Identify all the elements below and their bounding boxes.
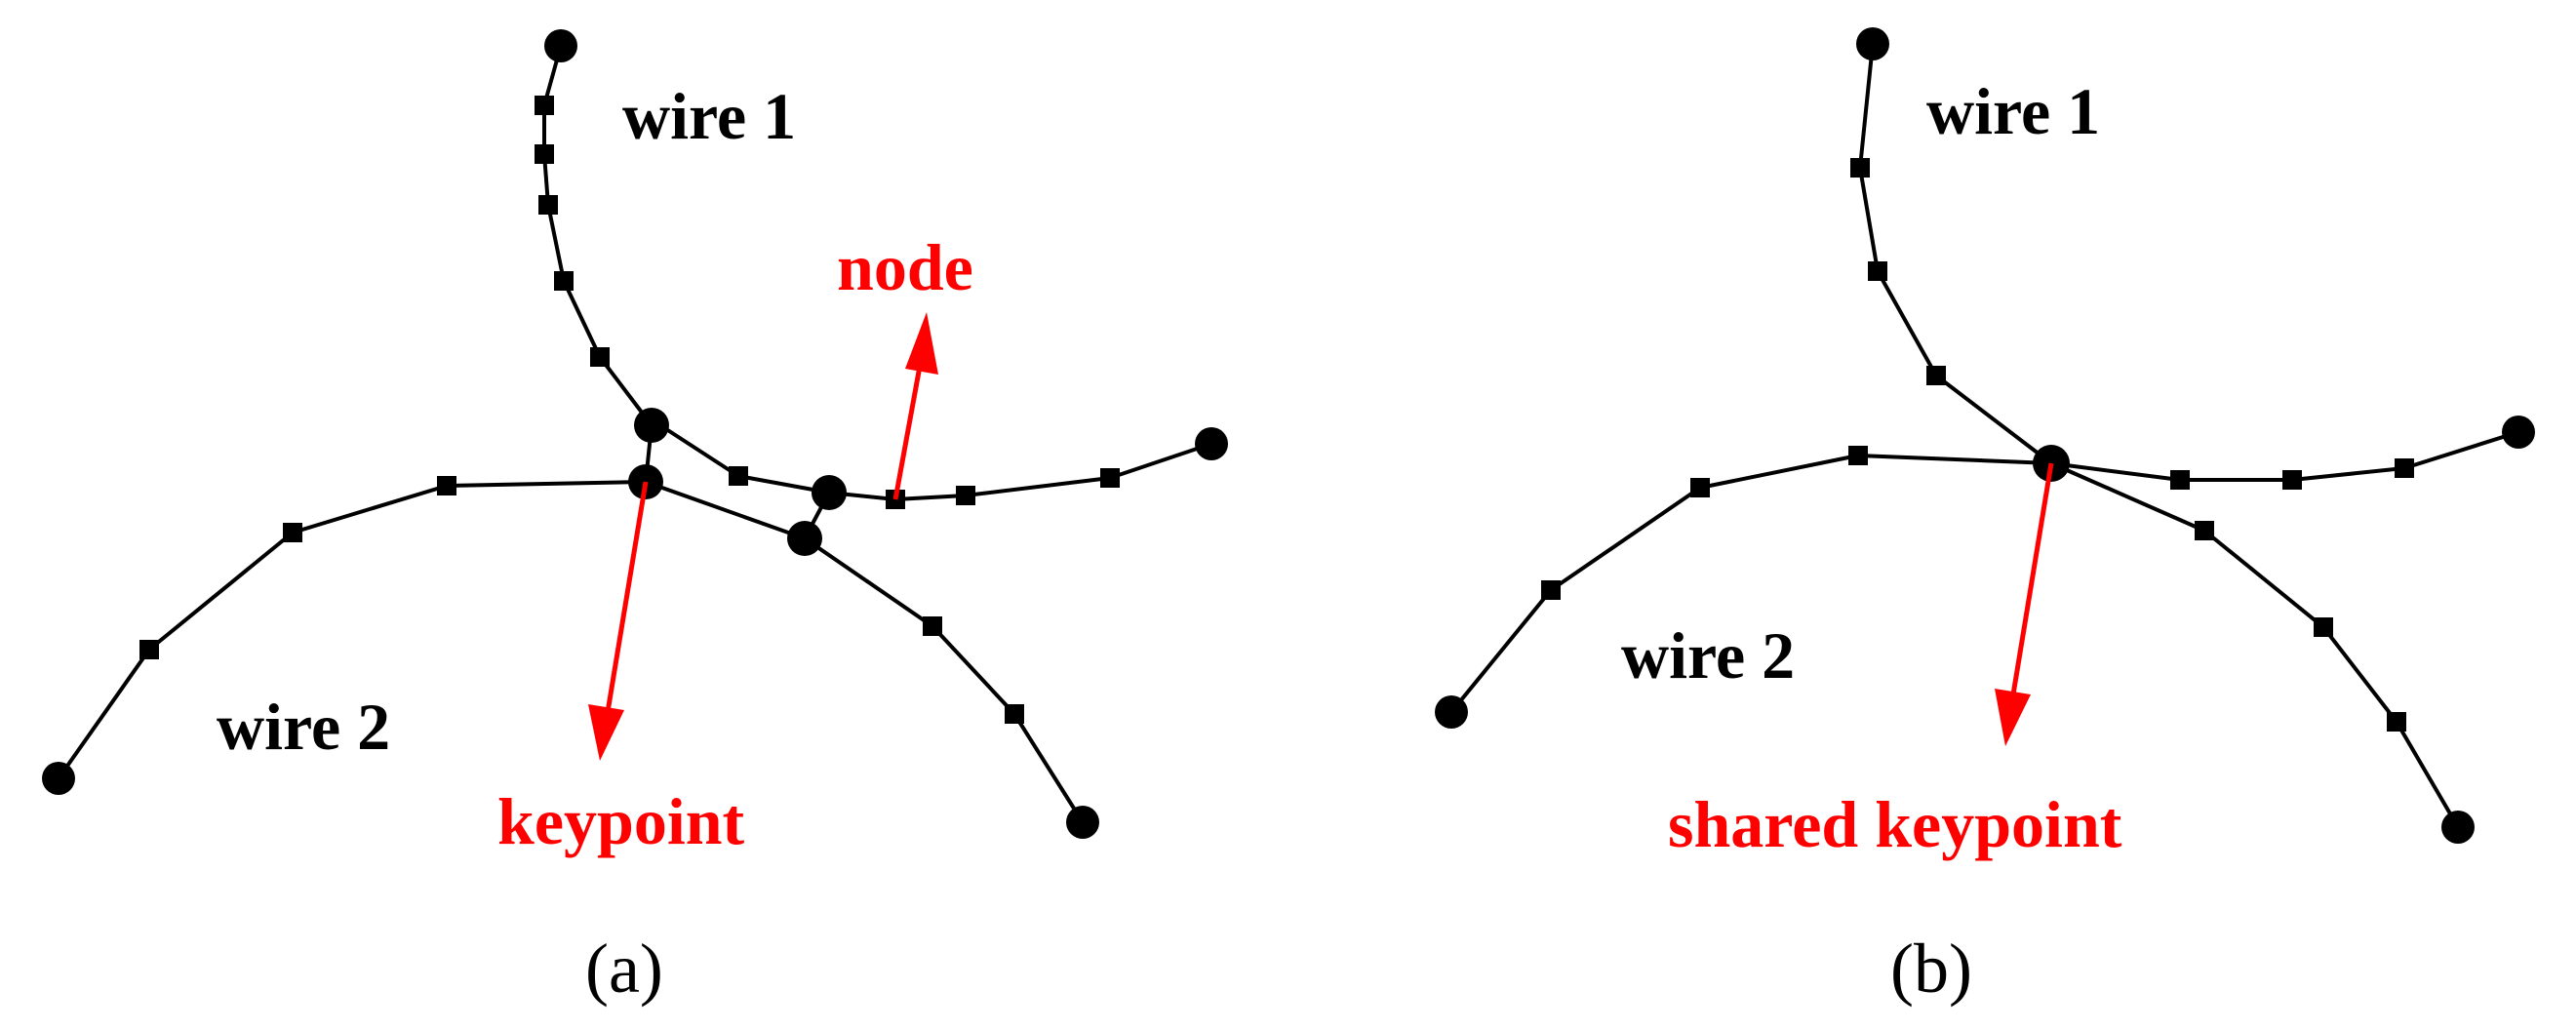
panel-a-keypoint bbox=[787, 521, 822, 556]
panel-a-keypoint-arrow bbox=[605, 481, 649, 713]
panel-a-keypoint bbox=[1195, 427, 1228, 460]
panel-a-node bbox=[729, 466, 748, 486]
panel-a-node bbox=[1005, 704, 1024, 724]
panel-b-keypoint bbox=[2441, 811, 2475, 844]
panel-b-node bbox=[2195, 521, 2214, 540]
panel-a-wire-2 bbox=[57, 480, 1085, 824]
panel-b-keypoint bbox=[2502, 416, 2535, 449]
panel-a-node bbox=[1100, 468, 1120, 488]
panel-a-caption: (a) bbox=[585, 930, 663, 1008]
panel-a-node bbox=[535, 144, 554, 164]
panel-a-keypoint bbox=[42, 762, 75, 795]
panel-a-keypoint-label: keypoint bbox=[497, 784, 745, 858]
panel-b-keypoint bbox=[1856, 27, 1889, 60]
panel-b-nodes bbox=[1541, 158, 2414, 732]
panel-b-shared-keypoint-label: shared keypoint bbox=[1668, 787, 2122, 861]
panel-b-wire-1-label: wire 1 bbox=[1926, 74, 2100, 148]
panel-a-node-label: node bbox=[837, 230, 973, 304]
panel-b-node bbox=[2387, 712, 2406, 732]
panel-b-shared-keypoint-arrowhead bbox=[1995, 689, 2031, 746]
panel-a-node bbox=[956, 486, 975, 505]
panel-b-node bbox=[1850, 158, 1870, 178]
panel-b: wire 1 wire 2 shared keypoint (b) bbox=[1435, 27, 2535, 1008]
panel-a-keypoint bbox=[1066, 806, 1099, 839]
panel-a: wire 1 wire 2 node keypoint (a) bbox=[42, 29, 1228, 1008]
panel-b-node bbox=[1848, 446, 1868, 465]
panel-b-node bbox=[1690, 478, 1710, 497]
panel-a-node-arrowhead bbox=[905, 312, 938, 375]
panel-a-node bbox=[283, 523, 302, 542]
panel-b-wire-2-label: wire 2 bbox=[1621, 618, 1795, 693]
panel-a-node bbox=[590, 347, 610, 367]
panel-a-keypoint bbox=[544, 29, 577, 62]
panel-b-node bbox=[2170, 470, 2190, 490]
panel-b-node bbox=[1868, 261, 1887, 281]
panel-b-keypoint bbox=[1435, 695, 1468, 729]
panel-a-node bbox=[923, 616, 942, 636]
panel-b-wire-2 bbox=[1449, 454, 2460, 829]
panel-a-node-arrow bbox=[892, 360, 924, 500]
panel-b-caption: (b) bbox=[1890, 930, 1972, 1008]
panel-b-shared-keypoint-arrow bbox=[2010, 462, 2054, 695]
panel-a-node bbox=[535, 96, 554, 115]
panel-a-node bbox=[538, 195, 558, 215]
panel-b-node bbox=[2282, 470, 2302, 490]
panel-b-node bbox=[2314, 617, 2333, 637]
panel-a-nodes bbox=[139, 96, 1120, 724]
panel-a-keypoint bbox=[634, 408, 669, 443]
panel-a-wire-1-label: wire 1 bbox=[622, 79, 796, 153]
panel-a-node bbox=[437, 476, 456, 495]
panel-b-node bbox=[1926, 366, 1946, 385]
panel-a-node bbox=[139, 640, 159, 659]
panel-a-keypoint bbox=[812, 475, 847, 510]
panel-a-keypoint-arrowhead bbox=[588, 704, 624, 761]
panel-b-node bbox=[1541, 580, 1561, 600]
panel-b-node bbox=[2395, 458, 2414, 478]
panel-a-node bbox=[554, 271, 574, 291]
panel-a-wire-2-label: wire 2 bbox=[217, 690, 390, 764]
